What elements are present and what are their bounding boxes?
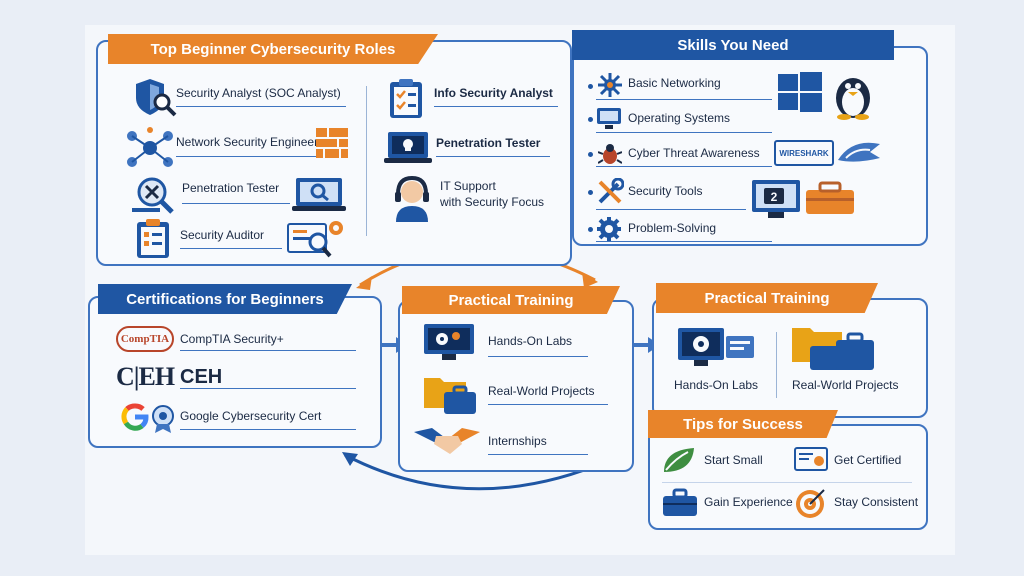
role-underline — [434, 106, 558, 107]
training-hands-on-labs: Hands-On Labs — [488, 334, 573, 348]
skill-underline — [596, 209, 746, 210]
cert-google-cybersecurity: Google Cybersecurity Cert — [180, 409, 322, 423]
comptia-logo-text: CompTIA — [120, 333, 170, 345]
training-underline — [488, 356, 588, 357]
shield-search-icon — [136, 79, 177, 117]
role-underline — [436, 156, 550, 157]
google-cert-badge-icon — [152, 405, 174, 433]
role-it-support: IT Support — [440, 179, 496, 193]
leaf-icon — [664, 448, 694, 472]
training-right-real-world-projects: Real-World Projects — [792, 378, 899, 392]
training-center-banner: Practical Training — [402, 286, 620, 314]
tip-gain-experience: Gain Experience — [704, 495, 793, 509]
network-nodes-icon — [127, 127, 173, 167]
clipboard-icon — [137, 219, 169, 258]
firewall-icon — [316, 128, 348, 158]
roles-banner: Top Beginner Cybersecurity Roles — [108, 34, 438, 64]
cert-underline — [180, 388, 356, 389]
folder-briefcase-right-icon — [792, 328, 874, 370]
monitor-gear-icon — [678, 328, 754, 366]
role-underline — [182, 203, 290, 204]
skill-underline — [596, 166, 772, 167]
skill-underline — [596, 99, 772, 100]
wireshark-logo-text: WIRESHARK — [779, 148, 829, 158]
role-underline — [176, 106, 346, 107]
network-gear-icon — [598, 73, 622, 97]
arc-bottom-arrow — [344, 453, 611, 491]
role-penetration-tester-right: Penetration Tester — [436, 136, 541, 150]
monitor-shield-icon: 2 — [752, 180, 800, 218]
skill-bullet — [588, 117, 593, 122]
bug-scan-icon — [132, 177, 174, 214]
comptia-logo: CompTIA — [116, 326, 174, 352]
skill-underline — [596, 241, 772, 242]
svg-text:2: 2 — [771, 190, 778, 204]
laptop-search-icon — [292, 178, 346, 211]
training-right-hands-on-labs: Hands-On Labs — [674, 378, 759, 392]
certificate-icon — [794, 447, 828, 471]
skill-bullet — [588, 227, 593, 232]
skill-bullet — [588, 190, 593, 195]
gear-icon — [597, 217, 621, 241]
tools-icon — [598, 178, 624, 204]
certs-banner: Certifications for Beginners — [98, 284, 352, 314]
tip-stay-consistent: Stay Consistent — [834, 495, 919, 509]
skills-banner: Skills You Need — [572, 30, 894, 60]
role-security-analyst: Security Analyst (SOC Analyst) — [176, 86, 341, 100]
monitor-icon — [597, 108, 621, 129]
training-right-divider — [776, 332, 777, 398]
checklist-icon — [390, 79, 422, 118]
certs-panel — [88, 296, 382, 448]
skill-underline — [596, 132, 772, 133]
training-internships: Internships — [488, 434, 547, 448]
skill-problem-solving: Problem-Solving — [628, 221, 717, 235]
roles-divider — [366, 86, 367, 236]
tip-get-certified: Get Certified — [834, 453, 902, 467]
folder-briefcase-icon — [424, 378, 476, 414]
skill-bullet — [588, 152, 593, 157]
arrow-head-left-bottom — [342, 452, 358, 466]
cert-ceh: CEH — [180, 366, 223, 388]
role-penetration-tester-left: Penetration Tester — [182, 181, 280, 195]
linux-penguin-icon — [836, 78, 870, 120]
skill-bullet — [588, 84, 593, 89]
briefcase-icon — [663, 488, 697, 516]
laptop-skull-icon — [384, 132, 432, 163]
role-underline — [176, 156, 316, 157]
role-info-security-analyst: Info Security Analyst — [434, 86, 553, 100]
cert-comptia-security: CompTIA Security+ — [180, 332, 284, 346]
handshake-icon — [414, 428, 480, 454]
skill-security-tools: Security Tools — [628, 184, 703, 198]
role-network-security-engineer: Network Security Engineer — [176, 135, 319, 149]
toolbox-icon — [806, 181, 854, 214]
google-logo-icon — [121, 403, 149, 431]
arrow-head-left-top — [356, 276, 372, 290]
training-right-banner: Practical Training — [656, 283, 878, 313]
windows-logo-icon — [778, 72, 822, 112]
role-underline — [180, 248, 282, 249]
wireshark-logo: WIRESHARK — [774, 140, 834, 166]
skill-basic-networking: Basic Networking — [628, 76, 721, 90]
skill-cyber-threat-awareness: Cyber Threat Awareness — [628, 146, 760, 160]
role-security-auditor: Security Auditor — [180, 228, 265, 242]
role-it-support-subtitle: with Security Focus — [440, 195, 545, 209]
skill-operating-systems: Operating Systems — [628, 111, 731, 125]
wireshark-fin-icon — [838, 142, 880, 162]
training-underline — [488, 454, 588, 455]
cert-underline — [180, 429, 356, 430]
headset-support-icon — [395, 175, 429, 222]
cert-underline — [180, 350, 356, 351]
tip-start-small: Start Small — [704, 453, 763, 467]
tip-divider — [662, 482, 912, 483]
document-search-gear-icon — [287, 221, 343, 258]
arrow-head-right-top — [582, 272, 598, 288]
ceh-logo: C|EH — [116, 362, 175, 391]
monitor-gears-icon — [424, 324, 474, 360]
target-icon — [796, 489, 825, 518]
bug-icon — [598, 144, 622, 164]
training-underline — [488, 404, 608, 405]
training-real-world-projects: Real-World Projects — [488, 384, 595, 398]
tips-banner: Tips for Success — [648, 410, 838, 438]
